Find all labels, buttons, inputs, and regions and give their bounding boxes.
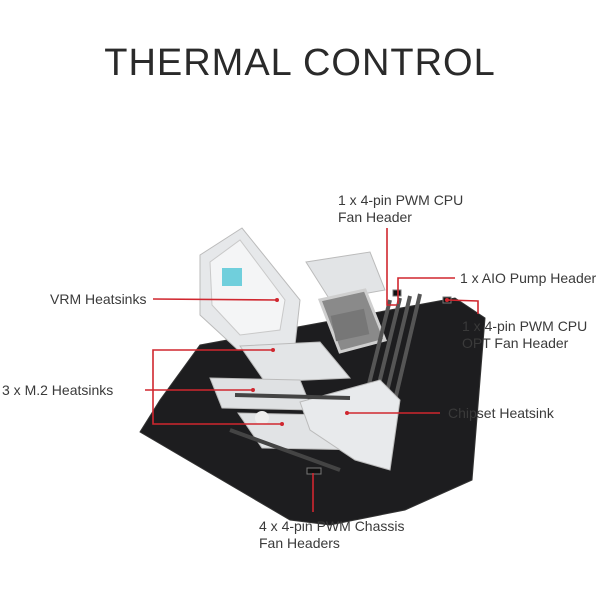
label-line: 1 x 4-pin PWM CPU: [338, 192, 464, 208]
leader-vrm: [152, 298, 278, 301]
label-cpu-opt: 1 x 4-pin PWM CPU OPT Fan Header: [462, 318, 587, 352]
label-chipset: Chipset Heatsink: [448, 405, 554, 421]
label-line: Fan Headers: [259, 535, 340, 551]
page-title: THERMAL CONTROL: [104, 42, 496, 84]
label-aio-pump: 1 x AIO Pump Header: [460, 270, 597, 286]
leader-lines: [145, 228, 479, 512]
cpu-fan-header: [392, 289, 402, 297]
rgb-logo: [222, 268, 242, 286]
label-m2: 3 x M.2 Heatsinks: [2, 382, 114, 398]
chassis-fan-header: [306, 467, 322, 475]
label-chassis: 4 x 4-pin PWM Chassis Fan Headers: [259, 518, 404, 552]
vrm-heatsink-top: [305, 251, 386, 301]
leader-aio: [397, 277, 455, 304]
leader-cpu-fan: [386, 228, 397, 306]
label-vrm: VRM Heatsinks: [50, 291, 147, 307]
label-line: 4 x 4-pin PWM Chassis: [259, 518, 405, 534]
rog-logo: [255, 411, 269, 425]
label-line: Fan Header: [338, 209, 412, 225]
label-cpu-fan: 1 x 4-pin PWM CPU Fan Header: [338, 192, 463, 226]
label-line: OPT Fan Header: [462, 335, 569, 351]
leader-m2: [152, 349, 282, 425]
m2-heatsink-1: [239, 341, 352, 383]
leader-opt: [446, 299, 479, 314]
chipset-heatsink: [299, 379, 401, 471]
label-line: 1 x 4-pin PWM CPU: [462, 318, 588, 334]
